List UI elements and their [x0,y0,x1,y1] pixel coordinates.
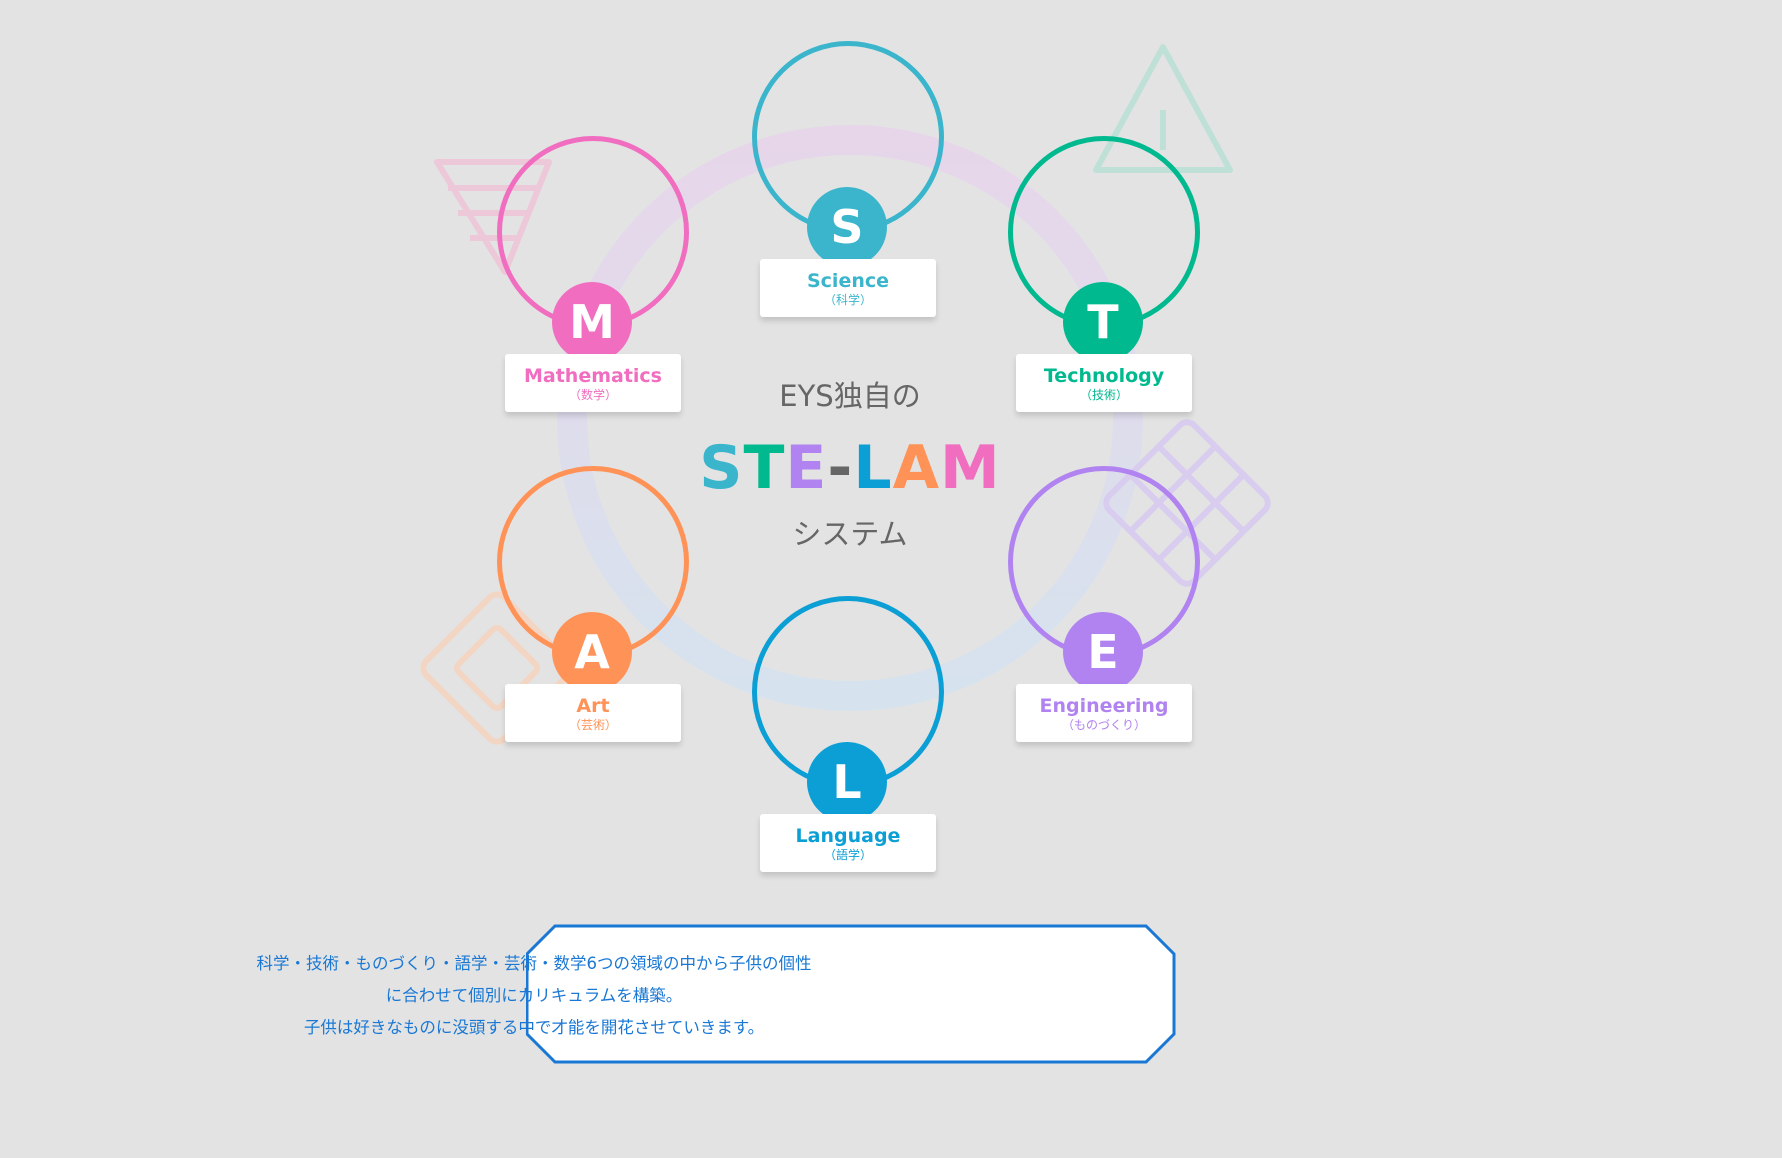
engineering-label-ja: （ものづくり） [1061,718,1146,732]
description-line-1: 科学・技術・ものづくり・語学・芸術・数学6つの領域の中から子供の個性 [256,954,812,973]
engineering-label-card: Engineering （ものづくり） [1016,684,1192,742]
engineering-label: Engineering [1039,695,1169,717]
logo-letter-l: L [853,433,893,503]
description-text: 科学・技術・ものづくり・語学・芸術・数学6つの領域の中から子供の個性 に合わせて… [224,948,844,1044]
language-label-card: Language （語学） [760,814,936,872]
description-line-2: に合わせて個別にカリキュラムを構築。 [385,986,683,1005]
technology-letter-badge: T [1063,282,1143,362]
science-label-ja: （科学） [823,293,872,307]
science-label-card: Science （科学） [760,259,936,317]
language-label: Language [795,825,901,847]
science-letter-badge: S [807,187,887,267]
logo-letter-m: M [940,433,1001,503]
description-bubble [526,924,1176,1064]
domain-node-engineering: E Engineering （ものづくり） [1007,466,1207,756]
logo-letter-a: A [892,433,940,503]
domain-node-science: S Science （科学） [751,41,951,331]
logo-letter-s: S [699,433,744,503]
engineering-letter-badge: E [1063,612,1143,692]
logo-letter-e: E [785,433,828,503]
mathematics-label: Mathematics [523,365,662,387]
logo-letter-t: T [743,433,786,503]
art-letter-badge: A [552,612,632,692]
domain-node-technology: T Technology （技術） [1007,136,1207,426]
heading-prefix: EYS独自の [779,379,921,413]
science-label: Science [806,270,890,292]
technology-label-card: Technology （技術） [1016,354,1192,412]
heading-suffix: システム [792,517,908,551]
art-label-card: Art （芸術） [505,684,681,742]
language-letter-badge: L [807,742,887,822]
ste-lam-logo: STE-LAM [640,433,1060,503]
art-label: Art [576,695,610,717]
logo-hyphen: - [827,433,854,503]
domain-node-art: A Art （芸術） [496,466,696,756]
domain-node-language: L Language （語学） [751,596,951,886]
technology-label-ja: （技術） [1079,388,1128,402]
mathematics-label-ja: （数学） [568,388,617,402]
art-label-ja: （芸術） [568,718,617,732]
mathematics-letter-badge: M [552,282,632,362]
mathematics-label-card: Mathematics （数学） [505,354,681,412]
technology-label: Technology [1043,365,1165,387]
description-line-3: 子供は好きなものに没頭する中で才能を開花させていきます。 [303,1018,765,1037]
domain-node-mathematics: M Mathematics （数学） [496,136,696,426]
language-label-ja: （語学） [823,848,872,862]
